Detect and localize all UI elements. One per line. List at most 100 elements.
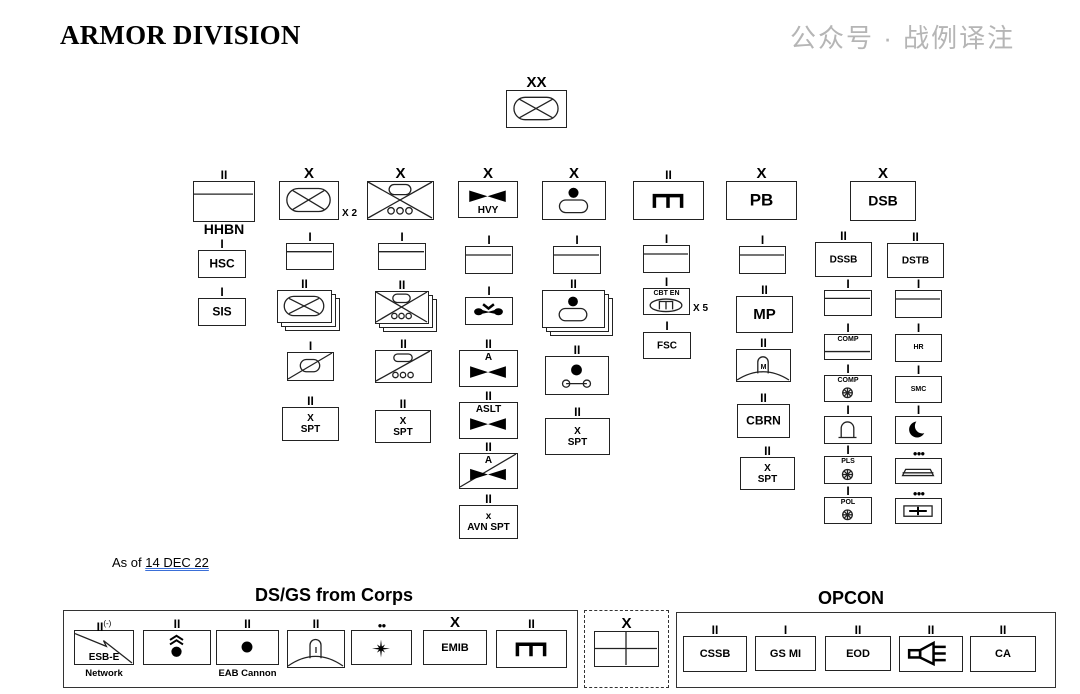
unit-smc[interactable]: SMC [895,376,942,403]
unit-label: PLS [841,458,855,465]
echelon-marker: I [286,231,334,243]
unit-armor[interactable] [279,181,339,220]
unit-mechanized-infantry[interactable] [375,291,429,324]
unit-x-spt[interactable]: X SPT [282,407,339,441]
unit-label: I [314,645,318,655]
echelon-text: II [398,278,406,292]
as-of-date: As of 14 DEC 22 [112,555,209,570]
unit-headquarters[interactable] [286,243,334,270]
unit-headquarters[interactable] [465,246,513,274]
combat-engineer-icon [649,298,683,313]
transportation-icon [842,509,853,521]
unit-armor[interactable] [506,90,567,128]
unit-cssb[interactable]: CSSB [683,636,747,672]
unit-aslt[interactable]: ASLT [459,402,518,439]
echelon-marker: II [545,406,610,418]
unit-emib[interactable]: EMIB [423,630,487,665]
echelon-text: II [96,620,104,634]
unit-ca[interactable]: CA [970,636,1036,672]
unit-eod[interactable]: EOD [825,636,891,671]
unit-x-spt[interactable]: X SPT [375,410,431,443]
unit-headquarters[interactable] [378,243,426,270]
headquarters-icon [644,253,688,255]
unit-a[interactable]: A [459,350,518,387]
unit-armored-cavalry[interactable] [287,352,334,381]
unit-cbrn[interactable]: CBRN [737,404,790,438]
echelon-text: II [760,336,767,350]
unit-m[interactable]: M [736,349,791,382]
unit-comp[interactable]: COMP [824,334,872,360]
unit-maintenance-dome[interactable] [824,416,872,444]
unit-field-artillery-wheeled[interactable] [545,356,609,395]
echelon-text: I [400,230,404,244]
unit-headquarters[interactable] [895,290,942,318]
ds-gs-title: DS/GS from Corps [255,585,414,605]
echelon-text: ●●● [912,449,925,458]
unit-chemical-moon[interactable] [895,416,942,444]
unit-hsc[interactable]: HSC [198,250,246,278]
unit-gs-mi[interactable]: GS MI [755,636,816,671]
unit-cbt-en[interactable]: CBT EN [643,288,690,315]
unit-hvy[interactable]: HVY [458,181,518,218]
unit-i[interactable]: I [287,630,345,668]
unit-headquarters[interactable] [643,245,690,273]
unit-engineer[interactable] [496,630,567,668]
unit-note-network: Network [85,668,123,679]
unit-label: HR [913,344,924,352]
unit-mechanized-infantry[interactable] [367,181,434,220]
unit-quad-brigade[interactable] [594,631,659,667]
air-defense-artillery-icon [169,634,184,657]
unit-x-spt[interactable]: X SPT [740,457,795,490]
unit-field-artillery-self-propelled[interactable] [542,290,605,328]
unit-dstb[interactable]: DSTB [887,243,944,278]
unit-headquarters[interactable] [739,246,786,274]
unit-engineer[interactable] [633,181,704,220]
echelon-marker: I [824,485,872,497]
echelon-text: II [307,394,314,408]
unit-dssb[interactable]: DSSB [815,242,872,277]
unit-note-hhbn: HHBN [203,221,245,237]
unit-unmanned-aircraft[interactable] [465,297,513,325]
unit-headquarters[interactable] [824,290,872,316]
unit-fsc[interactable]: FSC [643,332,691,359]
unit-esb-e[interactable]: ESB-E [74,630,134,665]
unit-headquarters[interactable] [193,181,255,222]
unit-label: X SPT [757,462,778,485]
unit-headquarters[interactable] [553,246,601,274]
unit-medical[interactable] [895,498,942,524]
unit-pol[interactable]: POL [824,497,872,524]
echelon-text: II [840,229,847,243]
unit-dsb[interactable]: DSB [850,181,916,221]
unit-mp[interactable]: MP [736,296,793,333]
unit-field-artillery[interactable] [216,630,279,665]
echelon-marker: II [825,624,891,636]
echelon-marker: I [895,404,942,416]
unit-air-defense-artillery[interactable] [143,630,211,665]
unit-pb[interactable]: PB [726,181,797,220]
unit-label: DSSB [829,254,858,265]
unit-comp[interactable]: COMP [824,375,872,402]
unit-mechanized-cavalry[interactable] [375,350,432,383]
headquarters-icon [379,251,424,253]
unit-x-avn-spt[interactable]: x AVN SPT [459,505,518,539]
echelon-text: I [760,233,765,247]
ds-gs-frame [63,610,578,688]
unit-armor[interactable] [277,290,332,323]
unit-hr[interactable]: HR [895,334,942,362]
echelon-text: II [854,623,862,637]
unit-psychological-operations[interactable] [899,636,963,672]
echelon-marker: XX [506,75,567,90]
unit-pls[interactable]: PLS [824,456,872,484]
unit-sis[interactable]: SIS [198,298,246,326]
echelon-marker: X [458,166,518,181]
unit-supply-platform[interactable] [895,458,942,484]
unit-target-acquisition-star[interactable] [351,630,412,665]
echelon-marker: II [736,284,793,296]
echelon-text: I [487,233,491,247]
unit-label: X SPT [300,413,321,435]
echelon-text: I [846,484,850,498]
echelon-text: I [308,339,313,353]
unit-a[interactable]: A [459,453,518,489]
unit-x-spt[interactable]: X SPT [545,418,610,455]
unit-field-artillery-self-propelled[interactable] [542,181,606,220]
